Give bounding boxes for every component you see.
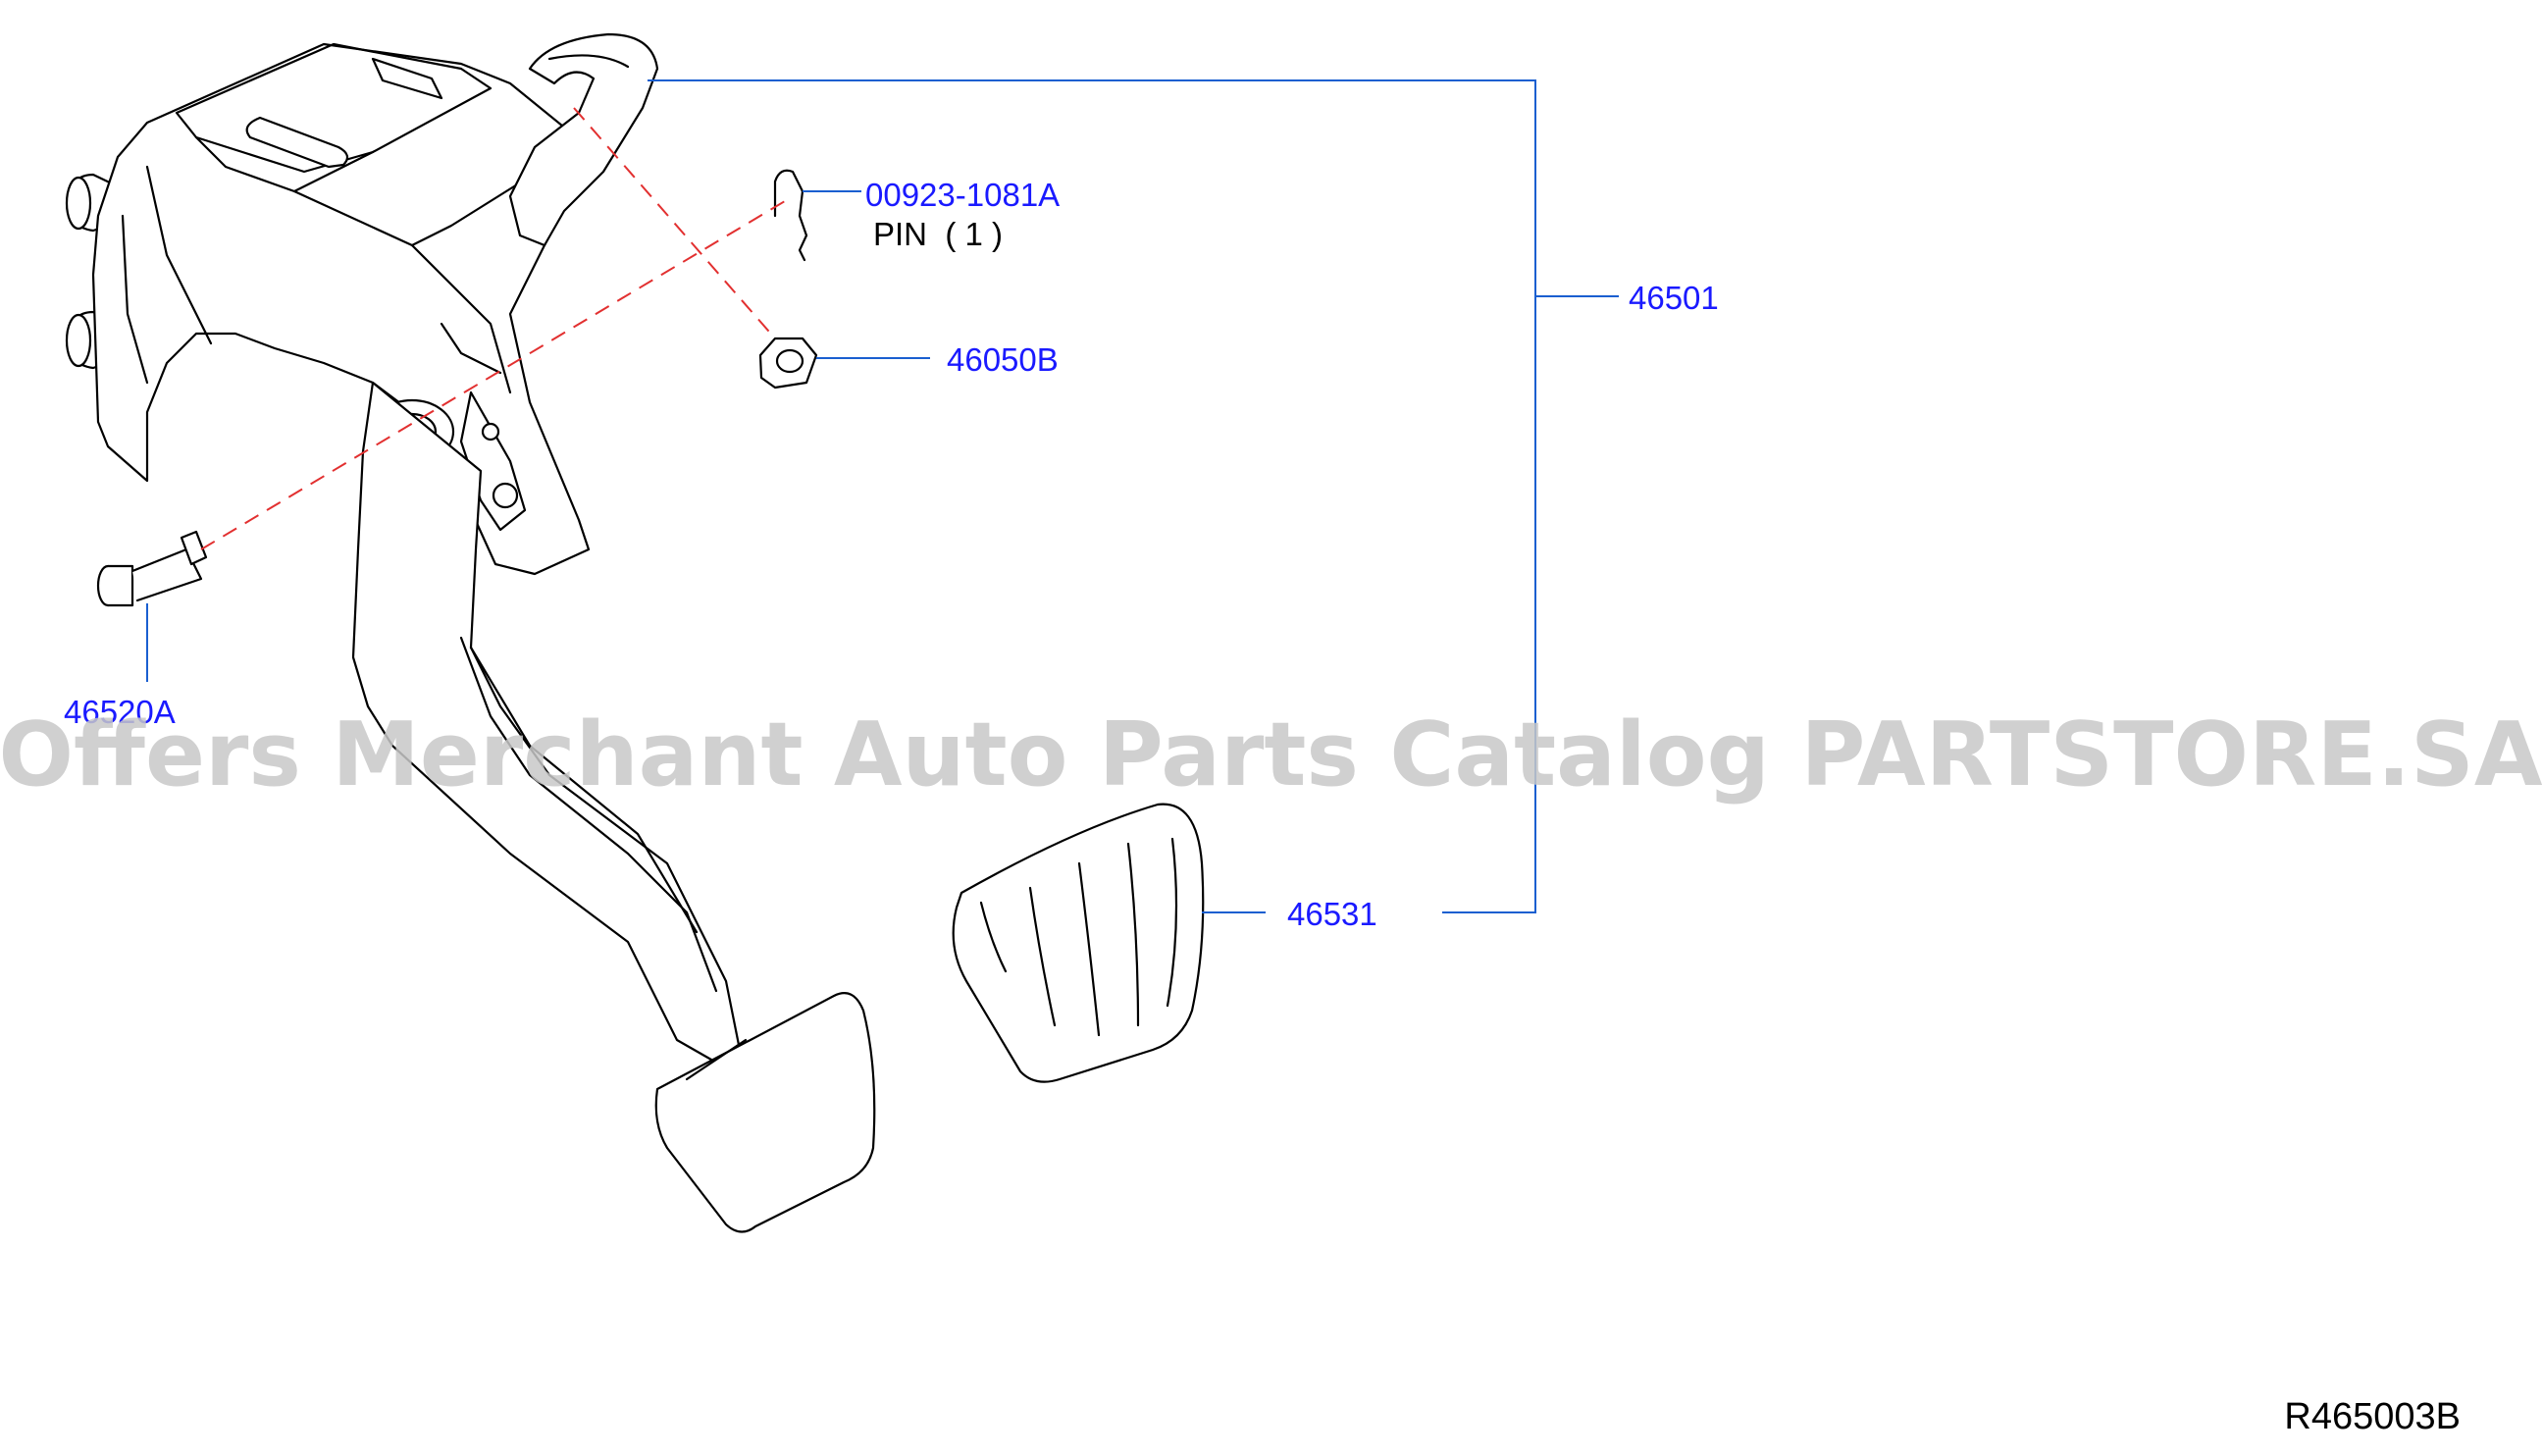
label-46520[interactable]: 46520A bbox=[64, 694, 176, 730]
bolt-part-illustration bbox=[96, 530, 208, 607]
leader-46501 bbox=[648, 79, 1536, 913]
bracket-hook bbox=[508, 32, 659, 247]
pedal-pad-installed bbox=[654, 992, 876, 1233]
description-pin: PIN ( 1 ) bbox=[873, 216, 1003, 252]
label-46531[interactable]: 46531 bbox=[1287, 896, 1377, 932]
pedal-pad-rubber bbox=[952, 803, 1205, 1083]
leader-lines bbox=[146, 79, 1619, 913]
bolt-centerline bbox=[200, 200, 786, 550]
nut-part-illustration bbox=[758, 337, 818, 390]
pin-part-illustration bbox=[773, 169, 808, 262]
watermark-text: Offers Merchant Auto Parts Catalog PARTS… bbox=[0, 703, 2542, 806]
label-00923[interactable]: 00923-1081A bbox=[865, 177, 1060, 213]
diagram-reference-code: R465003B bbox=[2284, 1396, 2461, 1437]
label-46050[interactable]: 46050B bbox=[947, 341, 1059, 378]
label-46501[interactable]: 46501 bbox=[1629, 280, 1719, 316]
